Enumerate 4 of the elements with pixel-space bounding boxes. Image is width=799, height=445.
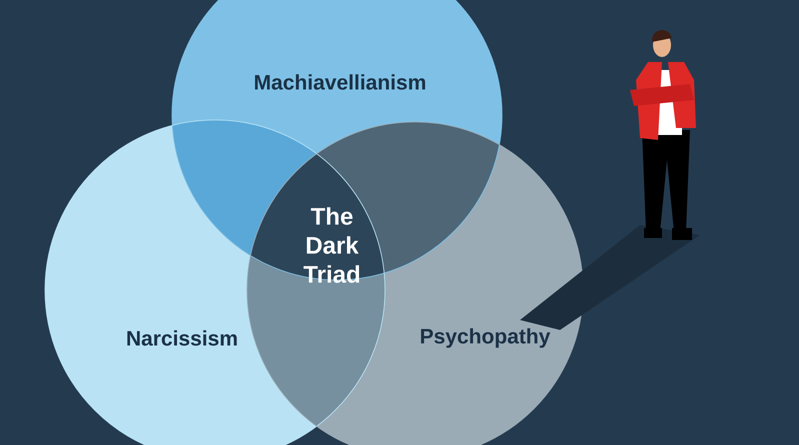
circle-label: Narcissism xyxy=(127,330,237,346)
circle-label: Psychopathy xyxy=(421,328,550,348)
circle-label: Machiavellianism xyxy=(255,74,426,90)
center-label: The Dark Triad xyxy=(304,207,360,283)
